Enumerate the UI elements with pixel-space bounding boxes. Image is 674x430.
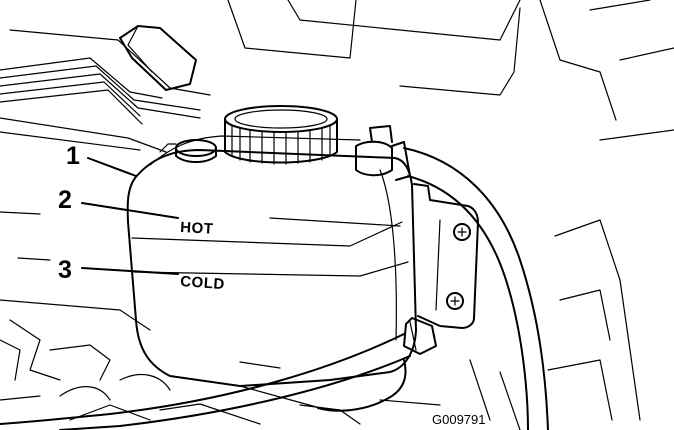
callout-3: 3 — [58, 256, 72, 284]
figure-id: G009791 — [432, 412, 486, 427]
leader-line-1 — [88, 158, 136, 176]
leader-line-2 — [82, 203, 178, 218]
hot-level-label: HOT — [180, 219, 214, 238]
callout-2: 2 — [58, 186, 72, 214]
callout-1: 1 — [66, 142, 80, 170]
overflow-hose — [356, 126, 548, 430]
leader-line-3 — [82, 268, 178, 274]
cold-level-label: COLD — [180, 273, 226, 293]
mounting-bracket — [414, 184, 478, 328]
